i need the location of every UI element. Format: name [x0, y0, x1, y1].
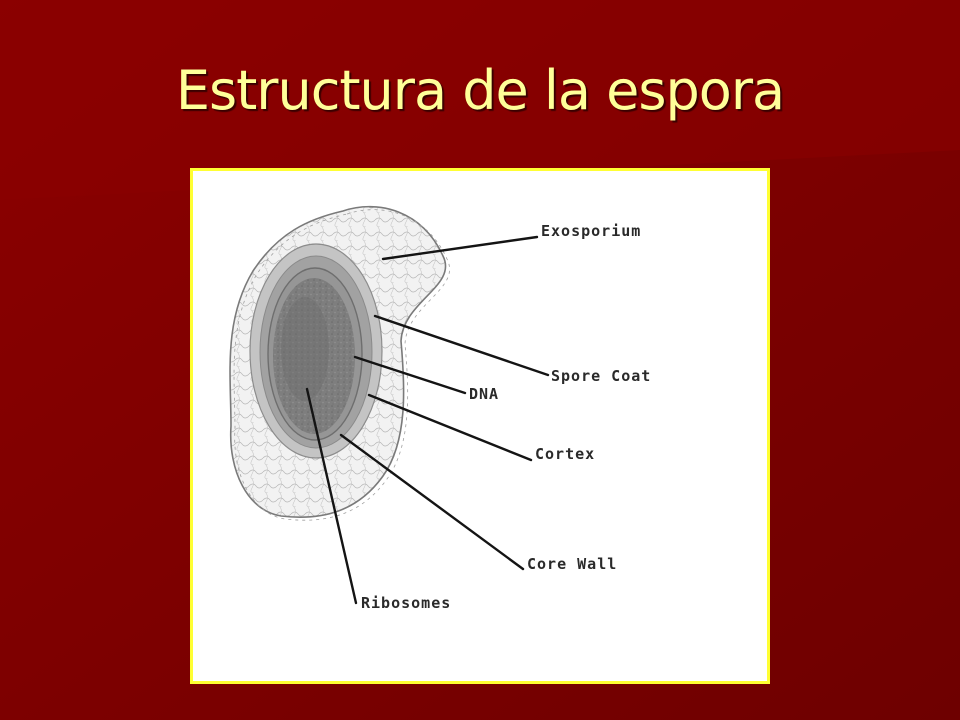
ribosomes-leader	[305, 387, 358, 605]
core-wall-label: Core Wall	[527, 555, 617, 573]
dna-leader	[353, 355, 467, 395]
spore-diagram-frame: Exosporium Spore Coat DNA Cortex Core Wa…	[190, 168, 770, 684]
spore-coat-label: Spore Coat	[551, 367, 651, 385]
cortex-leader	[367, 393, 533, 462]
cortex-label: Cortex	[535, 445, 595, 463]
exosporium-label: Exosporium	[541, 222, 641, 240]
slide-title: Estructura de la espora	[175, 59, 785, 122]
spore-diagram: Exosporium Spore Coat DNA Cortex Core Wa…	[229, 205, 651, 612]
core-wall-leader	[339, 433, 525, 571]
ribosomes-label: Ribosomes	[361, 594, 451, 612]
spore-coat-leader	[373, 314, 550, 377]
exosporium-leader	[381, 235, 539, 261]
dna-label: DNA	[469, 385, 499, 403]
core-layer	[273, 278, 355, 434]
